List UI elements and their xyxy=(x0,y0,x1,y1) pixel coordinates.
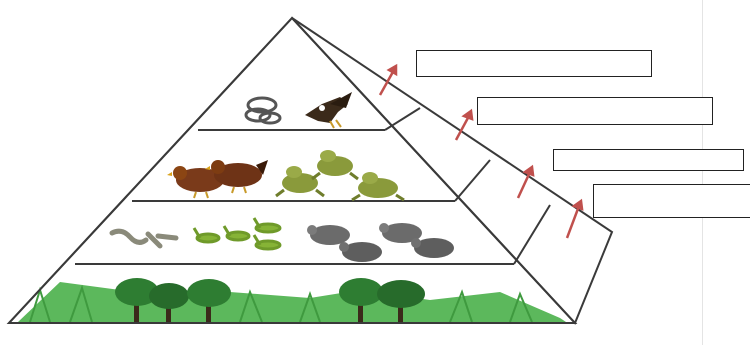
label-box-2[interactable] xyxy=(477,97,713,125)
label-box-3[interactable] xyxy=(553,149,744,171)
page-edge-rule xyxy=(702,0,703,345)
label-box-1[interactable] xyxy=(416,50,652,77)
label-box-4[interactable] xyxy=(593,184,750,218)
